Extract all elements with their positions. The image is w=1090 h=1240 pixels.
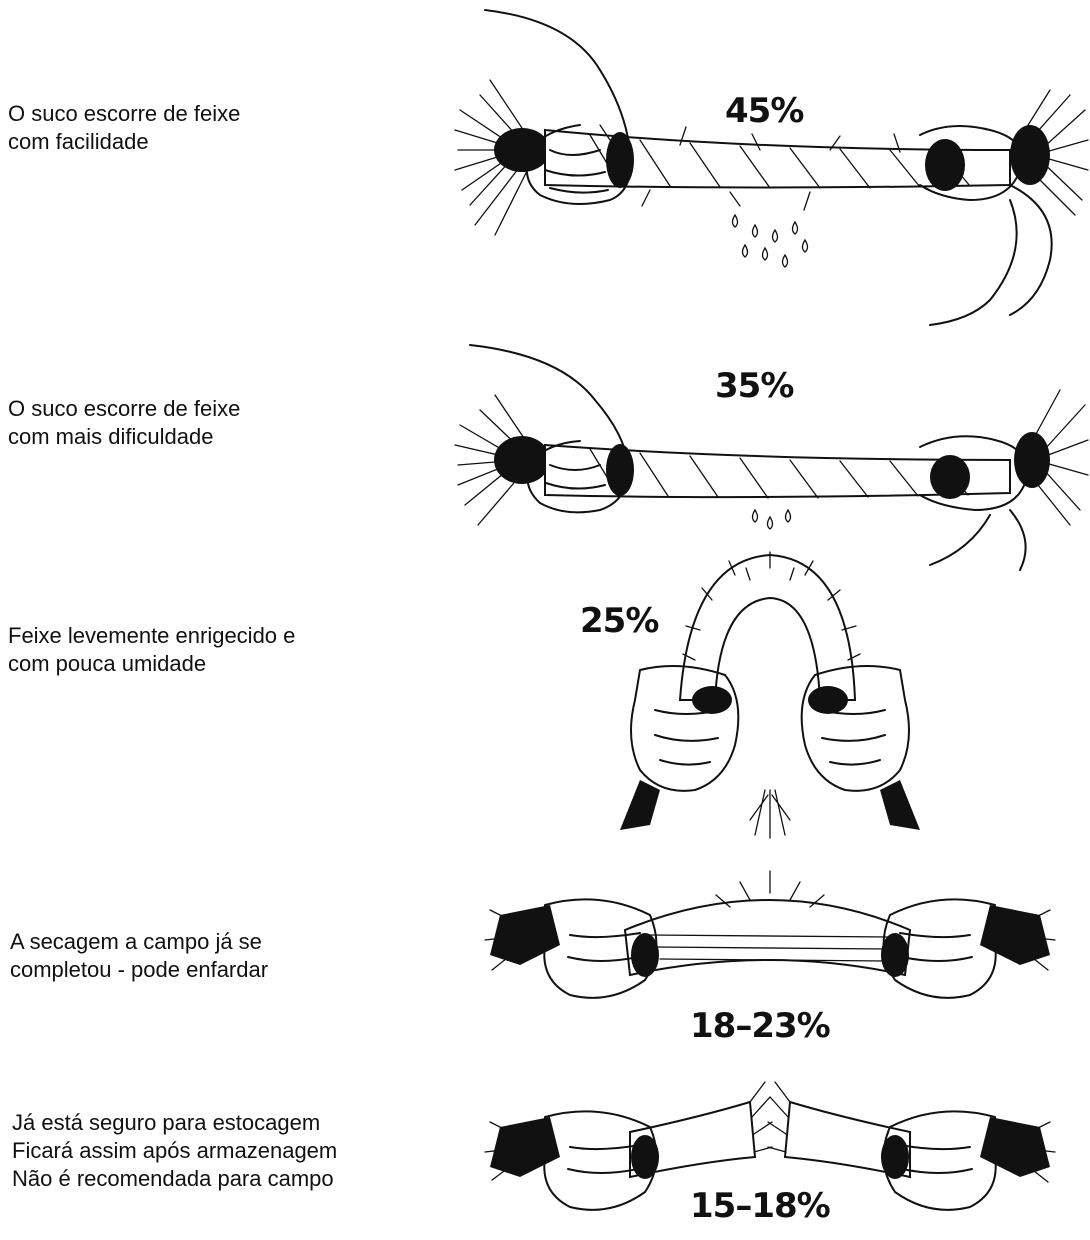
hay-tuft-left xyxy=(485,905,560,970)
hay-tuft-right xyxy=(980,1117,1055,1182)
stage-3-illustration: 25% xyxy=(450,540,1090,840)
stage-1-illustration: 45% xyxy=(450,0,1090,330)
caption-line: completou - pode enfardar xyxy=(10,956,268,984)
arched-hay-25-illustration: 25% xyxy=(450,540,1090,840)
moisture-percent-label: 25% xyxy=(580,601,658,641)
hay-tuft-right xyxy=(980,905,1055,970)
moisture-percent-label: 35% xyxy=(715,366,793,406)
right-hand xyxy=(881,1111,996,1209)
caption-line: com mais dificuldade xyxy=(8,423,240,451)
moisture-percent-label: 45% xyxy=(725,91,803,131)
hay-tuft-right xyxy=(1014,390,1088,525)
caption-line: Feixe levemente enrigecido e xyxy=(8,622,295,650)
caption-line: Já está seguro para estocagem xyxy=(12,1109,337,1137)
left-hand xyxy=(544,899,659,997)
stage-2-illustration: 35% xyxy=(450,335,1090,575)
caption-line: A secagem a campo já se xyxy=(10,928,268,956)
caption-line: Ficará assim após armazenagem xyxy=(12,1137,337,1165)
right-hand xyxy=(802,666,909,791)
right-hand xyxy=(881,899,996,997)
hay-tuft-left xyxy=(485,1117,560,1180)
juice-drops xyxy=(753,510,791,529)
caption-line: O suco escorre de feixe xyxy=(8,100,240,128)
stage-4-caption: A secagem a campo já se completou - pode… xyxy=(10,928,268,984)
moisture-percent-label: 18–23% xyxy=(690,1006,830,1045)
left-hand xyxy=(544,1111,659,1209)
broken-hay-15-18-illustration: 15–18% xyxy=(450,1062,1090,1240)
caption-line: com pouca umidade xyxy=(8,650,295,678)
stage-3-caption: Feixe levemente enrigecido e com pouca u… xyxy=(8,622,295,678)
moisture-percent-label: 15–18% xyxy=(690,1186,830,1226)
hay-bundle xyxy=(625,900,910,975)
hay-tuft-right xyxy=(1010,90,1088,215)
caption-line: Não é recomendada para campo xyxy=(12,1165,337,1193)
caption-line: O suco escorre de feixe xyxy=(8,395,240,423)
caption-line: com facilidade xyxy=(8,128,240,156)
juice-drops xyxy=(733,215,808,267)
stage-4-illustration: 18–23% xyxy=(450,845,1090,1045)
hay-bundle xyxy=(680,555,855,700)
hay-tuft-left xyxy=(455,80,550,235)
twisted-hay-35-illustration: 35% xyxy=(450,335,1090,575)
hay-tuft-left xyxy=(455,395,550,525)
stage-5-illustration: 15–18% xyxy=(450,1062,1090,1240)
curved-hay-18-23-illustration: 18–23% xyxy=(450,845,1090,1045)
stage-2-caption: O suco escorre de feixe com mais dificul… xyxy=(8,395,240,451)
stage-1-caption: O suco escorre de feixe com facilidade xyxy=(8,100,240,156)
stage-5-caption: Já está seguro para estocagem Ficará ass… xyxy=(12,1109,337,1193)
twisted-hay-45-illustration: 45% xyxy=(450,0,1090,330)
